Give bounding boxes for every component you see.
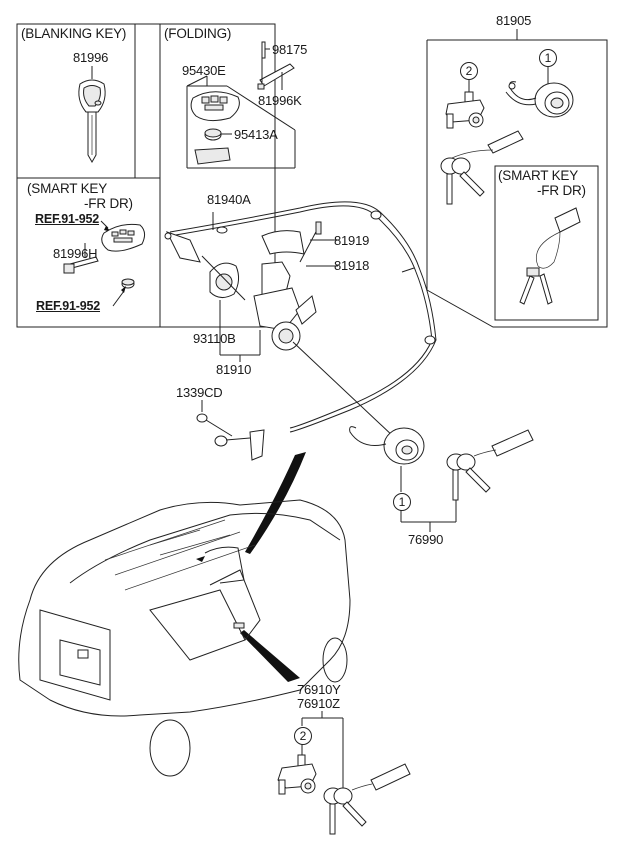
part-label-81996k[interactable]: 81996K [258,93,302,108]
ref-link-bottom[interactable]: REF.91-952 [36,299,101,313]
ignition-assembly-icon[interactable] [201,221,396,439]
part-label-81919[interactable]: 81919 [334,233,370,248]
smart-key-left-icon[interactable] [63,220,146,307]
part-label-98175[interactable]: 98175 [272,42,308,57]
blanking-key-header: (BLANKING KEY) [21,26,127,41]
callout-2: 2 [460,62,478,80]
ref-link-top[interactable]: REF.91-952 [35,212,100,226]
car-illustration [18,499,351,777]
part-label-76910z[interactable]: 76910Z [297,696,340,711]
ignition-cylinder-icon[interactable] [505,66,574,118]
set-81905-box [426,29,608,328]
blanking-key-box [16,23,276,328]
part-label-93110b[interactable]: 93110B [193,331,236,346]
part-label-95413a[interactable]: 95413A [234,127,278,142]
smart-key-right-header-line2: -FR DR) [537,183,586,198]
nut-1339cd-icon[interactable] [196,400,265,461]
cable-81940a-icon[interactable] [164,201,437,433]
blanking-key-icon[interactable] [78,66,106,164]
callout-76910: 2 [294,727,312,745]
cylinder-76990-icon[interactable] [349,426,534,532]
cylinder-76910-icon[interactable] [277,711,411,835]
smart-key-right-header-line1: (SMART KEY [498,168,579,183]
part-label-81918[interactable]: 81918 [334,258,370,273]
part-label-81996h[interactable]: 81996H [53,246,98,261]
arrow-to-door-handle-icon [240,630,300,682]
folding-key-icon[interactable] [186,41,296,169]
part-label-81940a[interactable]: 81940A [207,192,251,207]
smart-key-header-line2: -FR DR) [84,196,133,211]
smart-key-header-line1: (SMART KEY [27,181,108,196]
arrow-to-ignition-icon [245,452,306,554]
callout-1: 1 [539,49,557,67]
callout-76990: 1 [393,493,411,511]
part-label-81905[interactable]: 81905 [496,13,532,28]
folding-header: (FOLDING) [164,26,232,41]
part-label-81910[interactable]: 81910 [216,362,252,377]
part-label-76910y[interactable]: 76910Y [297,682,341,697]
smart-key-right-icon[interactable] [519,207,581,305]
part-label-81996[interactable]: 81996 [73,50,109,65]
part-label-95430e[interactable]: 95430E [182,63,226,78]
keys-81905-icon[interactable] [440,130,524,205]
part-label-76990[interactable]: 76990 [408,532,444,547]
part-label-1339cd[interactable]: 1339CD [176,385,223,400]
door-cylinder-icon[interactable] [445,79,485,129]
